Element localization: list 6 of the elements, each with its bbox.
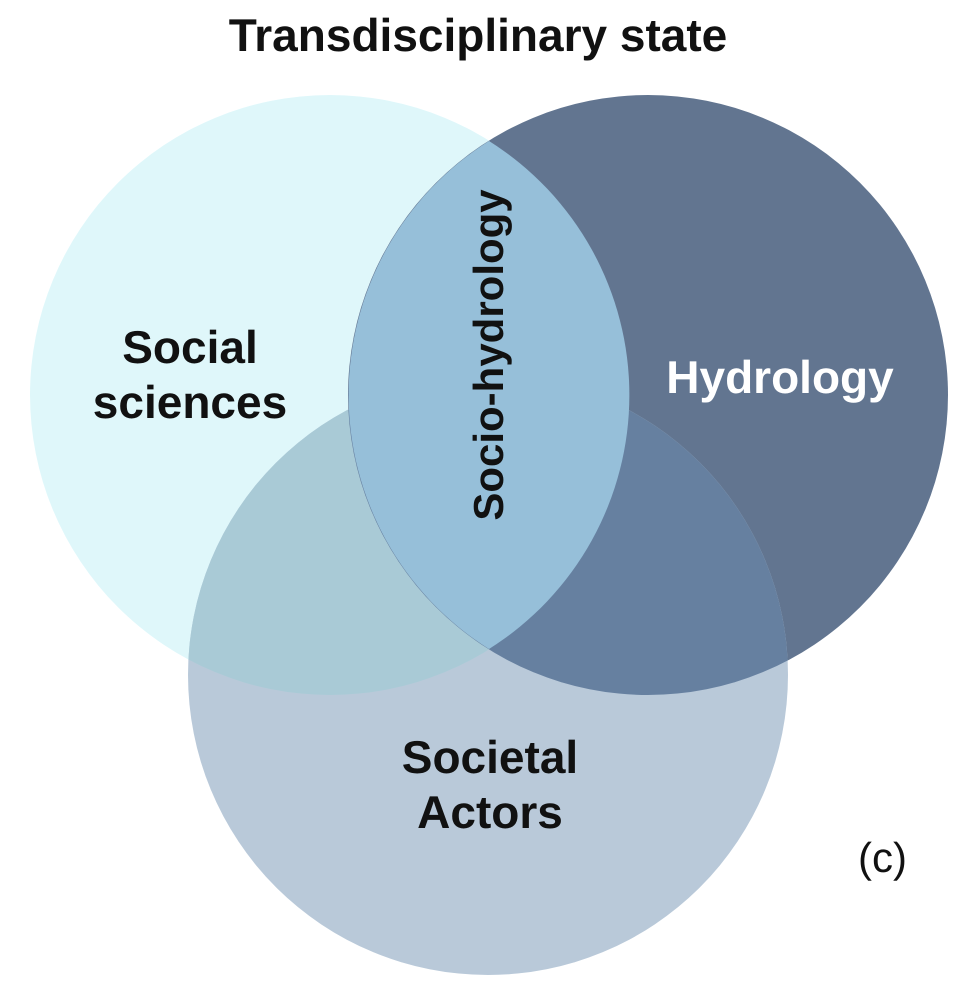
region-label: Socio-hydrology bbox=[464, 189, 513, 521]
region-label: Social sciences bbox=[92, 320, 288, 430]
region-label: Hydrology bbox=[665, 350, 895, 405]
diagram-title: Transdisciplinary state bbox=[228, 8, 728, 62]
panel-label: (c) bbox=[858, 834, 907, 882]
region-label: Societal Actors bbox=[400, 730, 580, 840]
